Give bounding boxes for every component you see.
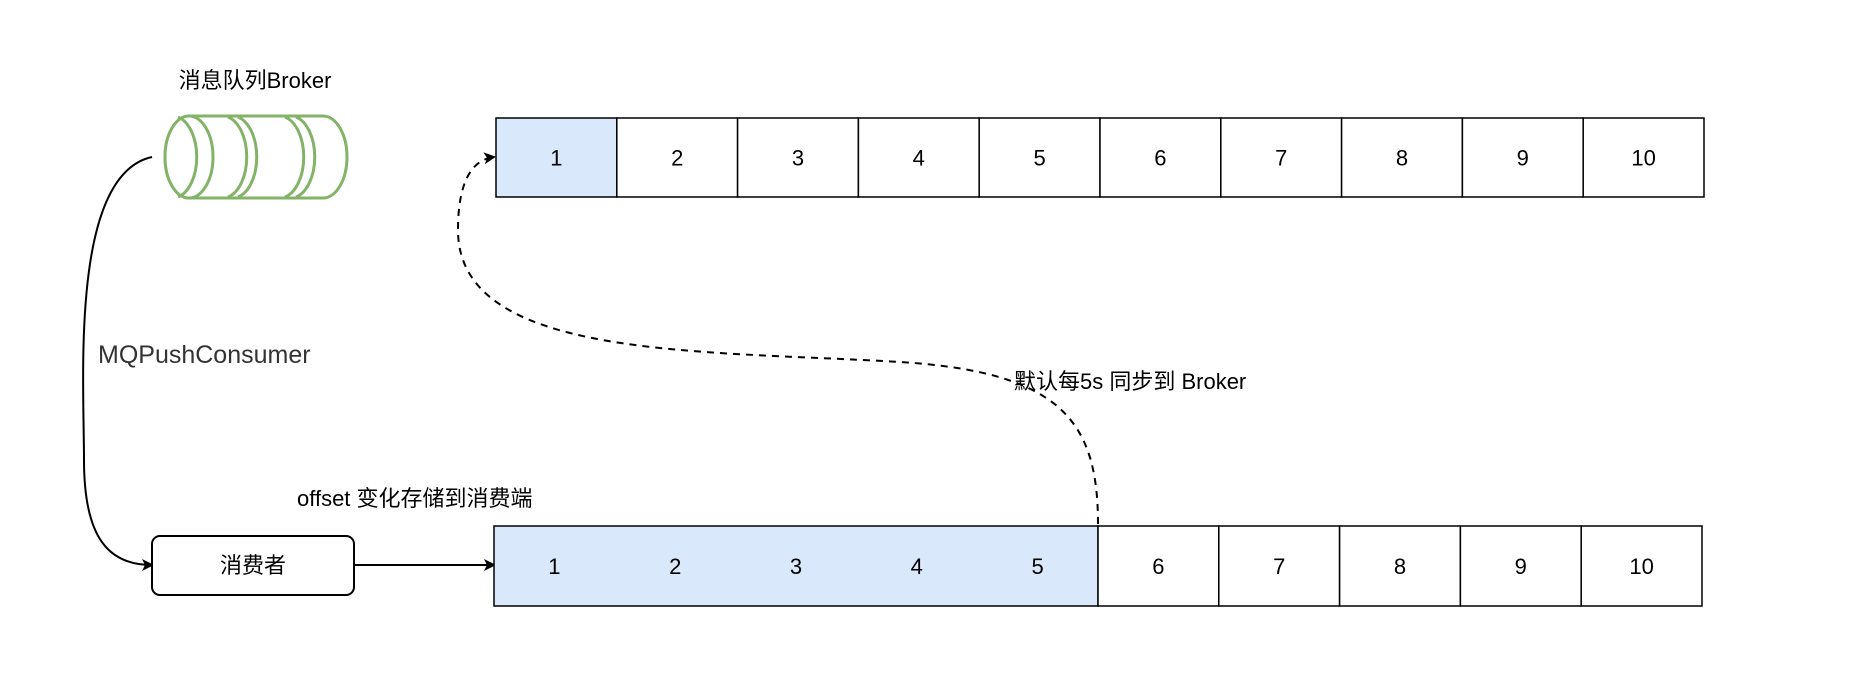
consumer-queue: 1 2 3 4 5 6 7 8 9 10 (493, 525, 1703, 607)
broker-queue-cell-label-4: 4 (913, 146, 925, 171)
broker-queue-cell-label-9: 9 (1517, 146, 1529, 171)
consumer-queue-cell-label-7: 7 (1273, 554, 1285, 579)
broker-queue-cell-label-5: 5 (1033, 146, 1045, 171)
consumer-queue-cell-9 (1459, 525, 1582, 607)
consumer-queue-cell-label-1: 1 (548, 554, 560, 579)
mqpushconsumer-label: MQPushConsumer (98, 341, 311, 369)
broker-queue-cell-label-3: 3 (792, 146, 804, 171)
consumer-queue-cell-label-6: 6 (1152, 554, 1164, 579)
broker-queue-cell-9 (1461, 117, 1584, 198)
broker-title: 消息队列Broker (179, 68, 332, 93)
consumer-queue-cell-label-8: 8 (1394, 554, 1406, 579)
broker-queue-cell-10 (1582, 117, 1705, 198)
broker-queue-cell-label-7: 7 (1275, 146, 1287, 171)
sync-annotation: 默认每5s 同步到 Broker (1014, 369, 1246, 394)
broker-queue-cell-label-8: 8 (1396, 146, 1408, 171)
consumer-queue-cell-label-5: 5 (1031, 554, 1043, 579)
broker-to-consumer-connector (82, 156, 154, 571)
broker-queue-cell-label-6: 6 (1154, 146, 1166, 171)
broker-queue-cell-8 (1340, 117, 1464, 198)
consumer-queue-cell-label-10: 10 (1629, 554, 1653, 579)
consumer-queue-cell-10 (1580, 525, 1703, 607)
broker-queue-cell-label-2: 2 (671, 146, 683, 171)
sync-to-broker-connector (456, 152, 1099, 525)
local-store-annotation: offset 变化存储到消费端 (297, 486, 533, 511)
broker-queue-icon (163, 114, 349, 200)
consumer-queue-cell-6 (1097, 525, 1220, 607)
broker-queue-cell-7 (1220, 117, 1343, 198)
broker-queue: 1 2 3 4 5 6 7 8 9 10 (495, 117, 1705, 198)
broker-queue-cell-label-10: 10 (1631, 146, 1655, 171)
broker-queue-cell-label-1: 1 (550, 146, 562, 171)
consumer-queue-cell-label-3: 3 (790, 554, 802, 579)
consumer-queue-consumed-range (493, 525, 1099, 607)
consumer-queue-cell-label-2: 2 (669, 554, 681, 579)
broker-queue-cell-1 (495, 117, 618, 198)
broker-queue-cell-2 (616, 117, 739, 198)
broker-queue-cell-6 (1099, 117, 1222, 198)
consumer-queue-cell-7 (1218, 525, 1341, 607)
consumer-label: 消费者 (220, 553, 286, 578)
consumer-queue-cell-8 (1338, 525, 1462, 607)
consumer-queue-cell-label-9: 9 (1515, 554, 1527, 579)
consumer-queue-cell-label-4: 4 (911, 554, 923, 579)
consumer-node: 消费者 (151, 535, 355, 596)
